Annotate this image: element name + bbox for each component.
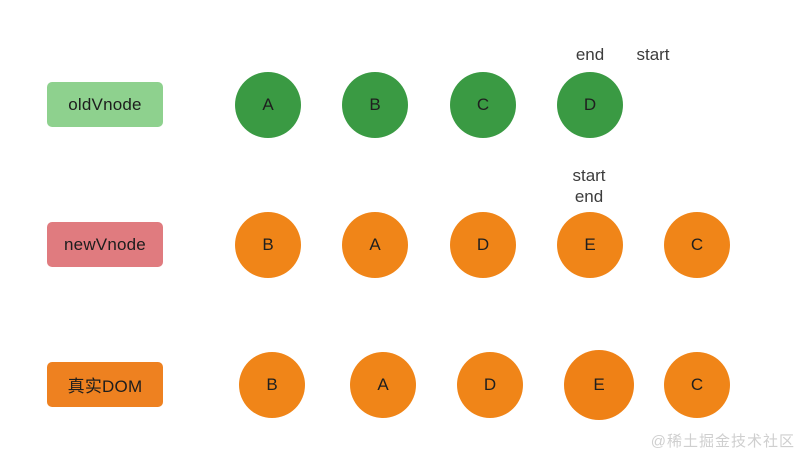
- row-label-oldVnode: oldVnode: [47, 82, 163, 127]
- pointer-line: start: [636, 45, 670, 64]
- pointer-line: end: [575, 45, 605, 64]
- node-newVnode-3: E: [557, 212, 623, 278]
- node-oldVnode-1: B: [342, 72, 408, 138]
- node-newVnode-2: D: [450, 212, 516, 278]
- node-newVnode-4: C: [664, 212, 730, 278]
- row-label-newVnode: newVnode: [47, 222, 163, 267]
- pointer-line: end: [574, 187, 604, 206]
- node-oldVnode-0: A: [235, 72, 301, 138]
- node-realDOM-1: A: [350, 352, 416, 418]
- node-newVnode-1: A: [342, 212, 408, 278]
- node-realDOM-0: B: [239, 352, 305, 418]
- node-realDOM-4: C: [664, 352, 730, 418]
- row-label-realDOM: 真实DOM: [47, 362, 163, 407]
- pointer-oldVnode-end: end: [530, 44, 650, 65]
- node-newVnode-0: B: [235, 212, 301, 278]
- node-oldVnode-2: C: [450, 72, 516, 138]
- node-oldVnode-3: D: [557, 72, 623, 138]
- pointer-oldVnode-start: start: [593, 44, 713, 65]
- node-realDOM-2: D: [457, 352, 523, 418]
- node-realDOM-3: E: [564, 350, 634, 420]
- watermark: @稀土掘金技术社区: [650, 433, 795, 450]
- pointer-line: start: [572, 166, 606, 185]
- pointer-newVnode-start-end: start end: [529, 165, 649, 207]
